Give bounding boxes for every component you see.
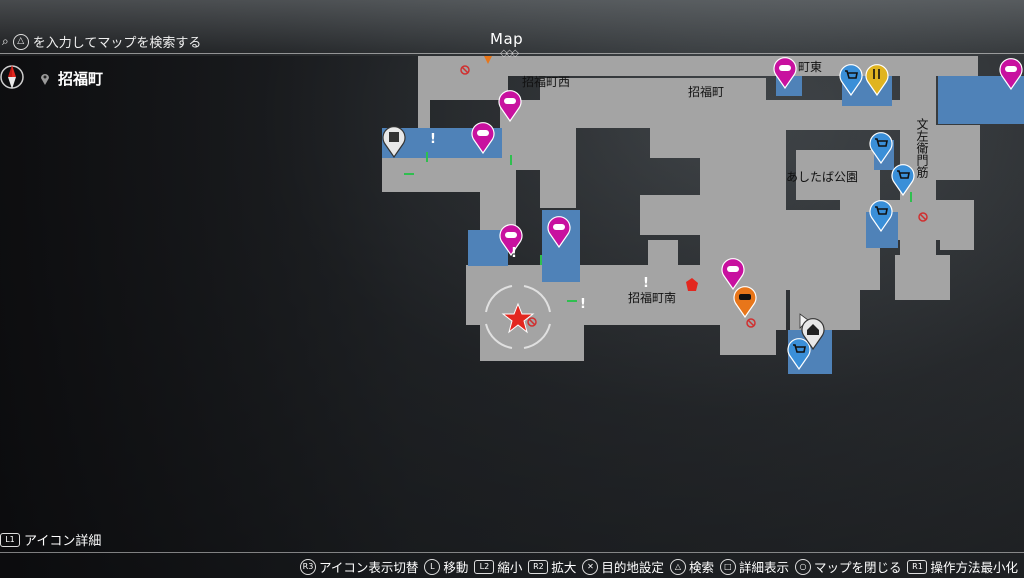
event-marker-icon[interactable]: ! xyxy=(511,246,517,261)
bottom-divider xyxy=(0,552,1024,553)
hint-label: 操作方法最小化 xyxy=(930,560,1018,575)
home-pin-icon[interactable] xyxy=(800,316,826,350)
search-icon: ⌕ xyxy=(2,34,9,48)
l2-button-icon: L2 xyxy=(474,559,495,574)
shop-cart-pin-icon[interactable] xyxy=(838,62,864,96)
info-pin-icon[interactable] xyxy=(381,124,407,158)
top-divider xyxy=(0,53,1024,54)
restaurant-pin-icon[interactable] xyxy=(864,62,890,96)
hint-label: マップを閉じる xyxy=(813,560,902,575)
minigame-pin-icon[interactable] xyxy=(470,120,496,154)
minigame-pin-icon[interactable] xyxy=(546,214,572,248)
minigame-pin-icon[interactable] xyxy=(998,56,1024,90)
hint-label: 検索 xyxy=(688,560,714,575)
current-location: 招福町 xyxy=(40,68,103,89)
hint-toggle-icons[interactable]: R3 アイコン表示切替 xyxy=(299,557,419,576)
minigame-pin-icon[interactable] xyxy=(497,88,523,122)
event-marker-icon[interactable]: ! xyxy=(643,276,649,291)
l1-button-icon: L1 xyxy=(0,532,20,547)
event-marker-icon[interactable]: ! xyxy=(430,132,436,147)
compass-icon xyxy=(0,65,24,89)
road-label-shofuku-west: 招福町西 xyxy=(522,75,571,89)
map-title-ornament: ◇◇◇ xyxy=(500,48,519,59)
search-prompt: を入力してマップを検索する xyxy=(32,36,202,51)
hint-search[interactable]: △ 検索 xyxy=(669,557,714,576)
map-title: Map xyxy=(490,30,524,48)
hint-minimize-controls[interactable]: R1 操作方法最小化 xyxy=(907,557,1018,576)
l-stick-icon: L xyxy=(424,558,441,575)
triangle-button-icon: △ xyxy=(669,558,686,575)
square-button-icon: □ xyxy=(719,558,736,575)
shop-cart-pin-icon[interactable] xyxy=(890,162,916,196)
location-name: 招福町 xyxy=(58,70,104,88)
minigame-pin-icon[interactable] xyxy=(498,222,524,256)
hint-label: アイコン表示切替 xyxy=(318,560,419,575)
green-markers xyxy=(404,152,912,302)
taxi-pin-icon[interactable] xyxy=(732,284,758,318)
location-pin-icon xyxy=(41,73,49,85)
control-hints-bar: R3 アイコン表示切替 L 移動 L2 縮小 R2 拡大 ✕ 目的地設定 △ 検… xyxy=(299,557,1018,576)
destination-marker xyxy=(686,278,698,291)
map-search[interactable]: ⌕ △ を入力してマップを検索する xyxy=(2,32,201,51)
hint-details[interactable]: □ 詳細表示 xyxy=(719,557,789,576)
road-label-shofuku-east: 町東 xyxy=(798,60,823,74)
no-entry-icons xyxy=(460,65,928,328)
hint-zoom-out[interactable]: L2 縮小 xyxy=(474,557,522,576)
r1-button-icon: R1 xyxy=(907,559,928,574)
road-label-shofuku: 招福町 xyxy=(688,85,725,99)
hint-label: 移動 xyxy=(443,560,469,575)
orange-marker xyxy=(484,56,492,64)
top-bar xyxy=(0,0,1024,56)
hint-close-map[interactable]: ○ マップを閉じる xyxy=(794,557,902,576)
hint-label: 拡大 xyxy=(551,560,577,575)
hint-label: 縮小 xyxy=(497,560,523,575)
hint-move[interactable]: L 移動 xyxy=(424,557,468,576)
event-marker-icon[interactable]: ! xyxy=(580,297,586,312)
icon-detail-hint[interactable]: L1 アイコン詳細 xyxy=(0,530,101,549)
cross-button-icon: ✕ xyxy=(582,558,599,575)
circle-button-icon: ○ xyxy=(794,558,811,575)
minigame-pin-icon[interactable] xyxy=(720,256,746,290)
hint-zoom-in[interactable]: R2 拡大 xyxy=(528,557,576,576)
road-label-shofuku-south: 招福町南 xyxy=(628,291,677,305)
icon-detail-label: アイコン詳細 xyxy=(24,534,102,549)
shop-cart-pin-icon[interactable] xyxy=(786,336,812,370)
minigame-pin-icon[interactable] xyxy=(772,55,798,89)
r3-button-icon: R3 xyxy=(299,558,316,575)
r2-button-icon: R2 xyxy=(528,559,549,574)
hint-label: 目的地設定 xyxy=(601,560,664,575)
shop-cart-pin-icon[interactable] xyxy=(868,130,894,164)
star-icon xyxy=(501,302,535,334)
road-label-bunzaemon: 文左衛門筋 xyxy=(915,118,929,178)
road-label-ashitaba-park: あしたば公園 xyxy=(786,170,859,184)
shop-cart-pin-icon[interactable] xyxy=(868,198,894,232)
player-position-marker xyxy=(485,285,551,349)
hint-label: 詳細表示 xyxy=(738,560,789,575)
hint-set-destination[interactable]: ✕ 目的地設定 xyxy=(582,557,664,576)
triangle-button-icon: △ xyxy=(12,33,29,50)
